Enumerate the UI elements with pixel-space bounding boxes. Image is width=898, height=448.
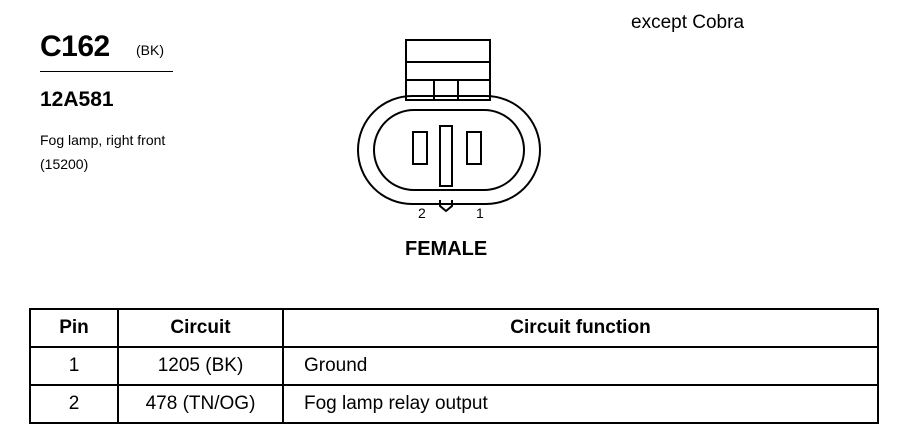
cell-function: Ground — [282, 346, 879, 386]
connector-description: Fog lamp, right front — [40, 132, 166, 148]
title-underline — [40, 71, 173, 72]
part-number: 12A581 — [40, 88, 114, 111]
connector-latch — [405, 39, 491, 81]
pin-circuit-table: Pin Circuit Circuit function 1 1205 (BK)… — [29, 308, 879, 424]
connector-body-outer — [357, 95, 541, 205]
table-header-row: Pin Circuit Circuit function — [29, 308, 879, 348]
connector-view-label: FEMALE — [405, 238, 488, 260]
terminal-cavity-2 — [412, 131, 428, 165]
column-header-circuit: Circuit — [117, 308, 284, 348]
connector-latch-base — [405, 79, 491, 101]
pin-label-1: 1 — [476, 205, 484, 221]
table-row: 1 1205 (BK) Ground — [29, 346, 879, 386]
bottom-key-tab — [439, 200, 453, 213]
connector-id: C162 — [40, 30, 110, 63]
column-header-pin: Pin — [29, 308, 119, 348]
cell-function: Fog lamp relay output — [282, 384, 879, 424]
pin-label-2: 2 — [418, 205, 426, 221]
cell-pin: 1 — [29, 346, 119, 386]
connector-body-inner — [373, 109, 525, 191]
center-key — [439, 125, 453, 187]
connector-face-drawing — [357, 39, 541, 213]
connector-reference: (15200) — [40, 156, 89, 172]
terminal-cavity-1 — [466, 131, 482, 165]
column-header-function: Circuit function — [282, 308, 879, 348]
cell-circuit: 1205 (BK) — [117, 346, 284, 386]
connector-color-code: (BK) — [136, 42, 164, 58]
cell-pin: 2 — [29, 384, 119, 424]
table-row: 2 478 (TN/OG) Fog lamp relay output — [29, 384, 879, 424]
variant-note: except Cobra — [631, 12, 745, 33]
cell-circuit: 478 (TN/OG) — [117, 384, 284, 424]
